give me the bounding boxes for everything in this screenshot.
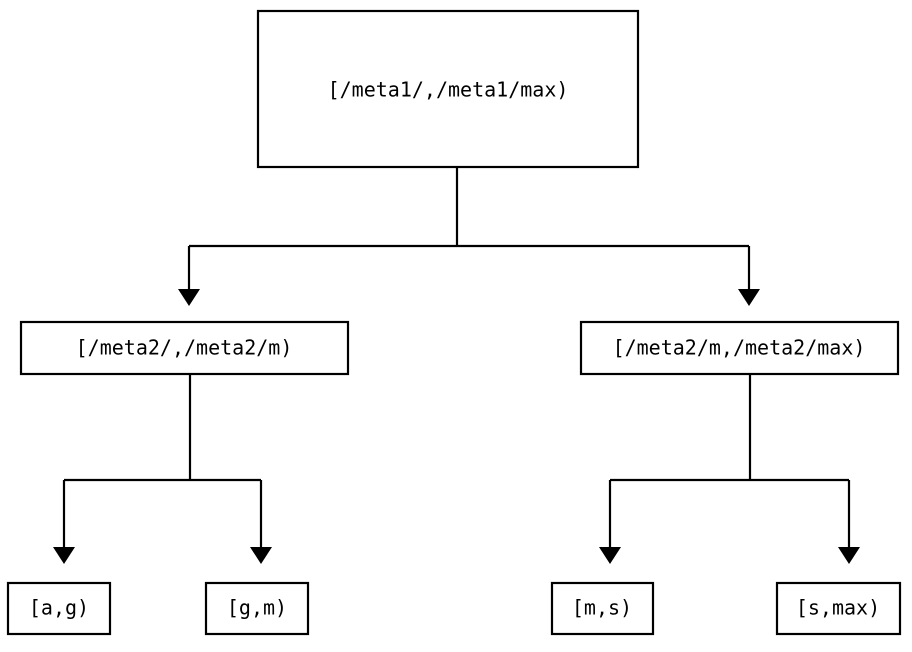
node-leaf-ag[interactable]: [a,g) <box>6 581 112 636</box>
node-leaf-ms-box[interactable] <box>550 581 655 636</box>
edge-group-left-internal <box>53 374 272 564</box>
edge-group-root <box>178 167 760 306</box>
node-right-internal-box[interactable] <box>579 320 900 376</box>
arrowhead-right-internal-to-leaf-smax <box>838 547 860 564</box>
node-root-label: [/meta1/,/meta1/max) <box>328 78 569 102</box>
node-leaf-ag-box[interactable] <box>6 581 112 636</box>
node-left-internal-label: [/meta2/,/meta2/m) <box>76 336 293 360</box>
arrowhead-root-to-left-internal <box>178 289 200 306</box>
arrowhead-right-internal-to-leaf-ms <box>599 547 621 564</box>
node-leaf-gm-label: [g,m) <box>227 596 287 620</box>
node-leaf-ms[interactable]: [m,s) <box>550 581 655 636</box>
node-root-box[interactable] <box>256 9 640 169</box>
node-left-internal[interactable]: [/meta2/,/meta2/m) <box>19 320 350 376</box>
node-right-internal-label: [/meta2/m,/meta2/max) <box>613 336 866 360</box>
node-leaf-smax-box[interactable] <box>775 581 902 636</box>
node-leaf-gm[interactable]: [g,m) <box>204 581 310 636</box>
node-leaf-gm-box[interactable] <box>204 581 310 636</box>
node-left-internal-box[interactable] <box>19 320 350 376</box>
node-right-internal[interactable]: [/meta2/m,/meta2/max) <box>579 320 900 376</box>
arrowhead-root-to-right-internal <box>738 289 760 306</box>
arrowhead-left-internal-to-leaf-ag <box>53 547 75 564</box>
node-root[interactable]: [/meta1/,/meta1/max) <box>256 9 640 169</box>
node-leaf-ms-label: [m,s) <box>572 596 632 620</box>
edge-group-right-internal <box>599 374 860 564</box>
node-leaf-ag-label: [a,g) <box>29 596 89 620</box>
node-leaf-smax[interactable]: [s,max) <box>775 581 902 636</box>
arrowhead-left-internal-to-leaf-gm <box>250 547 272 564</box>
node-leaf-smax-label: [s,max) <box>796 596 880 620</box>
